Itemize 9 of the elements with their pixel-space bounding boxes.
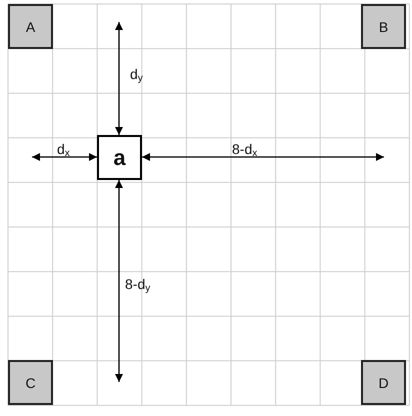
point-box: a [97,135,142,180]
corner-box: D [361,360,406,405]
corner-box: C [8,360,53,405]
corner-box: B [361,4,406,49]
dimension-label: d$_{y}$ [130,66,143,84]
dimension-label: 8-d$_{y}$ [125,276,150,294]
dimension-label: d$_{x}$ [57,141,70,159]
corner-box: A [8,4,53,49]
dimension-label: 8-d$_{x}$ [232,141,258,159]
